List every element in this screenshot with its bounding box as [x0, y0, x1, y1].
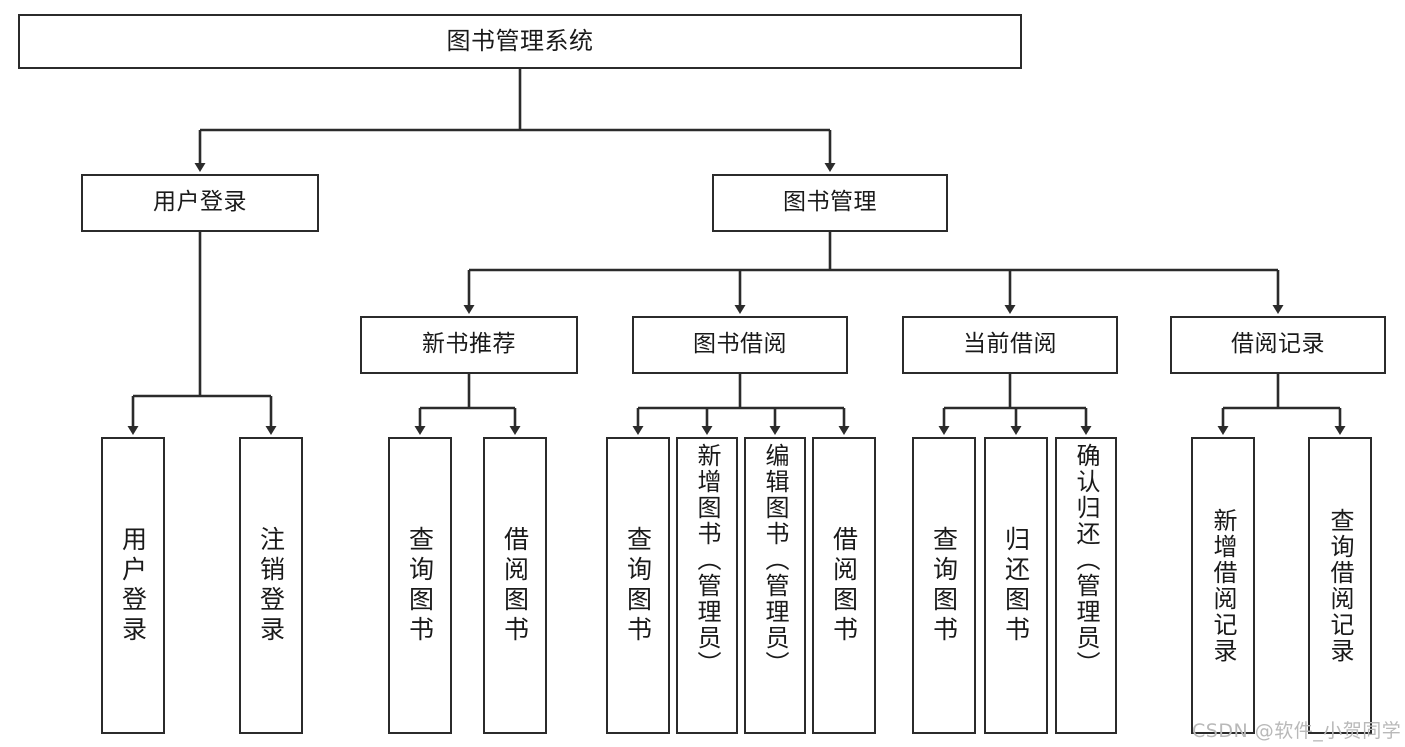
- node-label: 确认归还（管理员）: [1072, 443, 1100, 677]
- node-book-management[interactable]: 图书管理: [712, 174, 948, 232]
- node-label: 借阅图书: [829, 525, 859, 646]
- node-leaf-add-borrow-record[interactable]: 新增借阅记录: [1191, 437, 1255, 734]
- node-label: 查询图书: [929, 525, 959, 646]
- node-label: 用户登录: [118, 525, 148, 646]
- node-label: 查询图书: [405, 525, 435, 646]
- node-label: 编辑图书（管理员）: [761, 443, 789, 677]
- node-label: 用户登录: [153, 189, 247, 216]
- node-leaf-return-book[interactable]: 归还图书: [984, 437, 1048, 734]
- node-leaf-logout[interactable]: 注销登录: [239, 437, 303, 734]
- node-leaf-user-login[interactable]: 用户登录: [101, 437, 165, 734]
- node-label: 新增图书（管理员）: [693, 443, 721, 677]
- node-new-book-recommend[interactable]: 新书推荐: [360, 316, 578, 374]
- watermark-text: CSDN @软件_小贺同学: [1192, 720, 1402, 742]
- node-label: 图书借阅: [693, 331, 787, 358]
- node-book-borrow[interactable]: 图书借阅: [632, 316, 848, 374]
- node-label: 借阅图书: [500, 525, 530, 646]
- node-leaf-query-book-borrow[interactable]: 查询图书: [606, 437, 670, 734]
- node-label: 图书管理系统: [446, 27, 594, 56]
- node-current-borrow[interactable]: 当前借阅: [902, 316, 1118, 374]
- node-label: 查询借阅记录: [1326, 507, 1354, 664]
- node-label: 借阅记录: [1231, 331, 1325, 358]
- node-leaf-query-book-recommend[interactable]: 查询图书: [388, 437, 452, 734]
- node-borrow-record[interactable]: 借阅记录: [1170, 316, 1386, 374]
- node-label: 注销登录: [256, 525, 286, 646]
- node-label: 新书推荐: [422, 331, 516, 358]
- node-user-login[interactable]: 用户登录: [81, 174, 319, 232]
- node-label: 查询图书: [623, 525, 653, 646]
- node-leaf-confirm-return[interactable]: 确认归还（管理员）: [1055, 437, 1117, 734]
- node-label: 图书管理: [783, 189, 877, 216]
- node-root-book-management-system[interactable]: 图书管理系统: [18, 14, 1022, 69]
- node-leaf-query-book-current[interactable]: 查询图书: [912, 437, 976, 734]
- node-label: 新增借阅记录: [1209, 507, 1237, 664]
- node-label: 当前借阅: [963, 331, 1057, 358]
- node-label: 归还图书: [1001, 525, 1031, 646]
- node-leaf-borrow-book-recommend[interactable]: 借阅图书: [483, 437, 547, 734]
- node-leaf-borrow-book[interactable]: 借阅图书: [812, 437, 876, 734]
- node-leaf-query-borrow-record[interactable]: 查询借阅记录: [1308, 437, 1372, 734]
- node-leaf-edit-book[interactable]: 编辑图书（管理员）: [744, 437, 806, 734]
- node-leaf-add-book[interactable]: 新增图书（管理员）: [676, 437, 738, 734]
